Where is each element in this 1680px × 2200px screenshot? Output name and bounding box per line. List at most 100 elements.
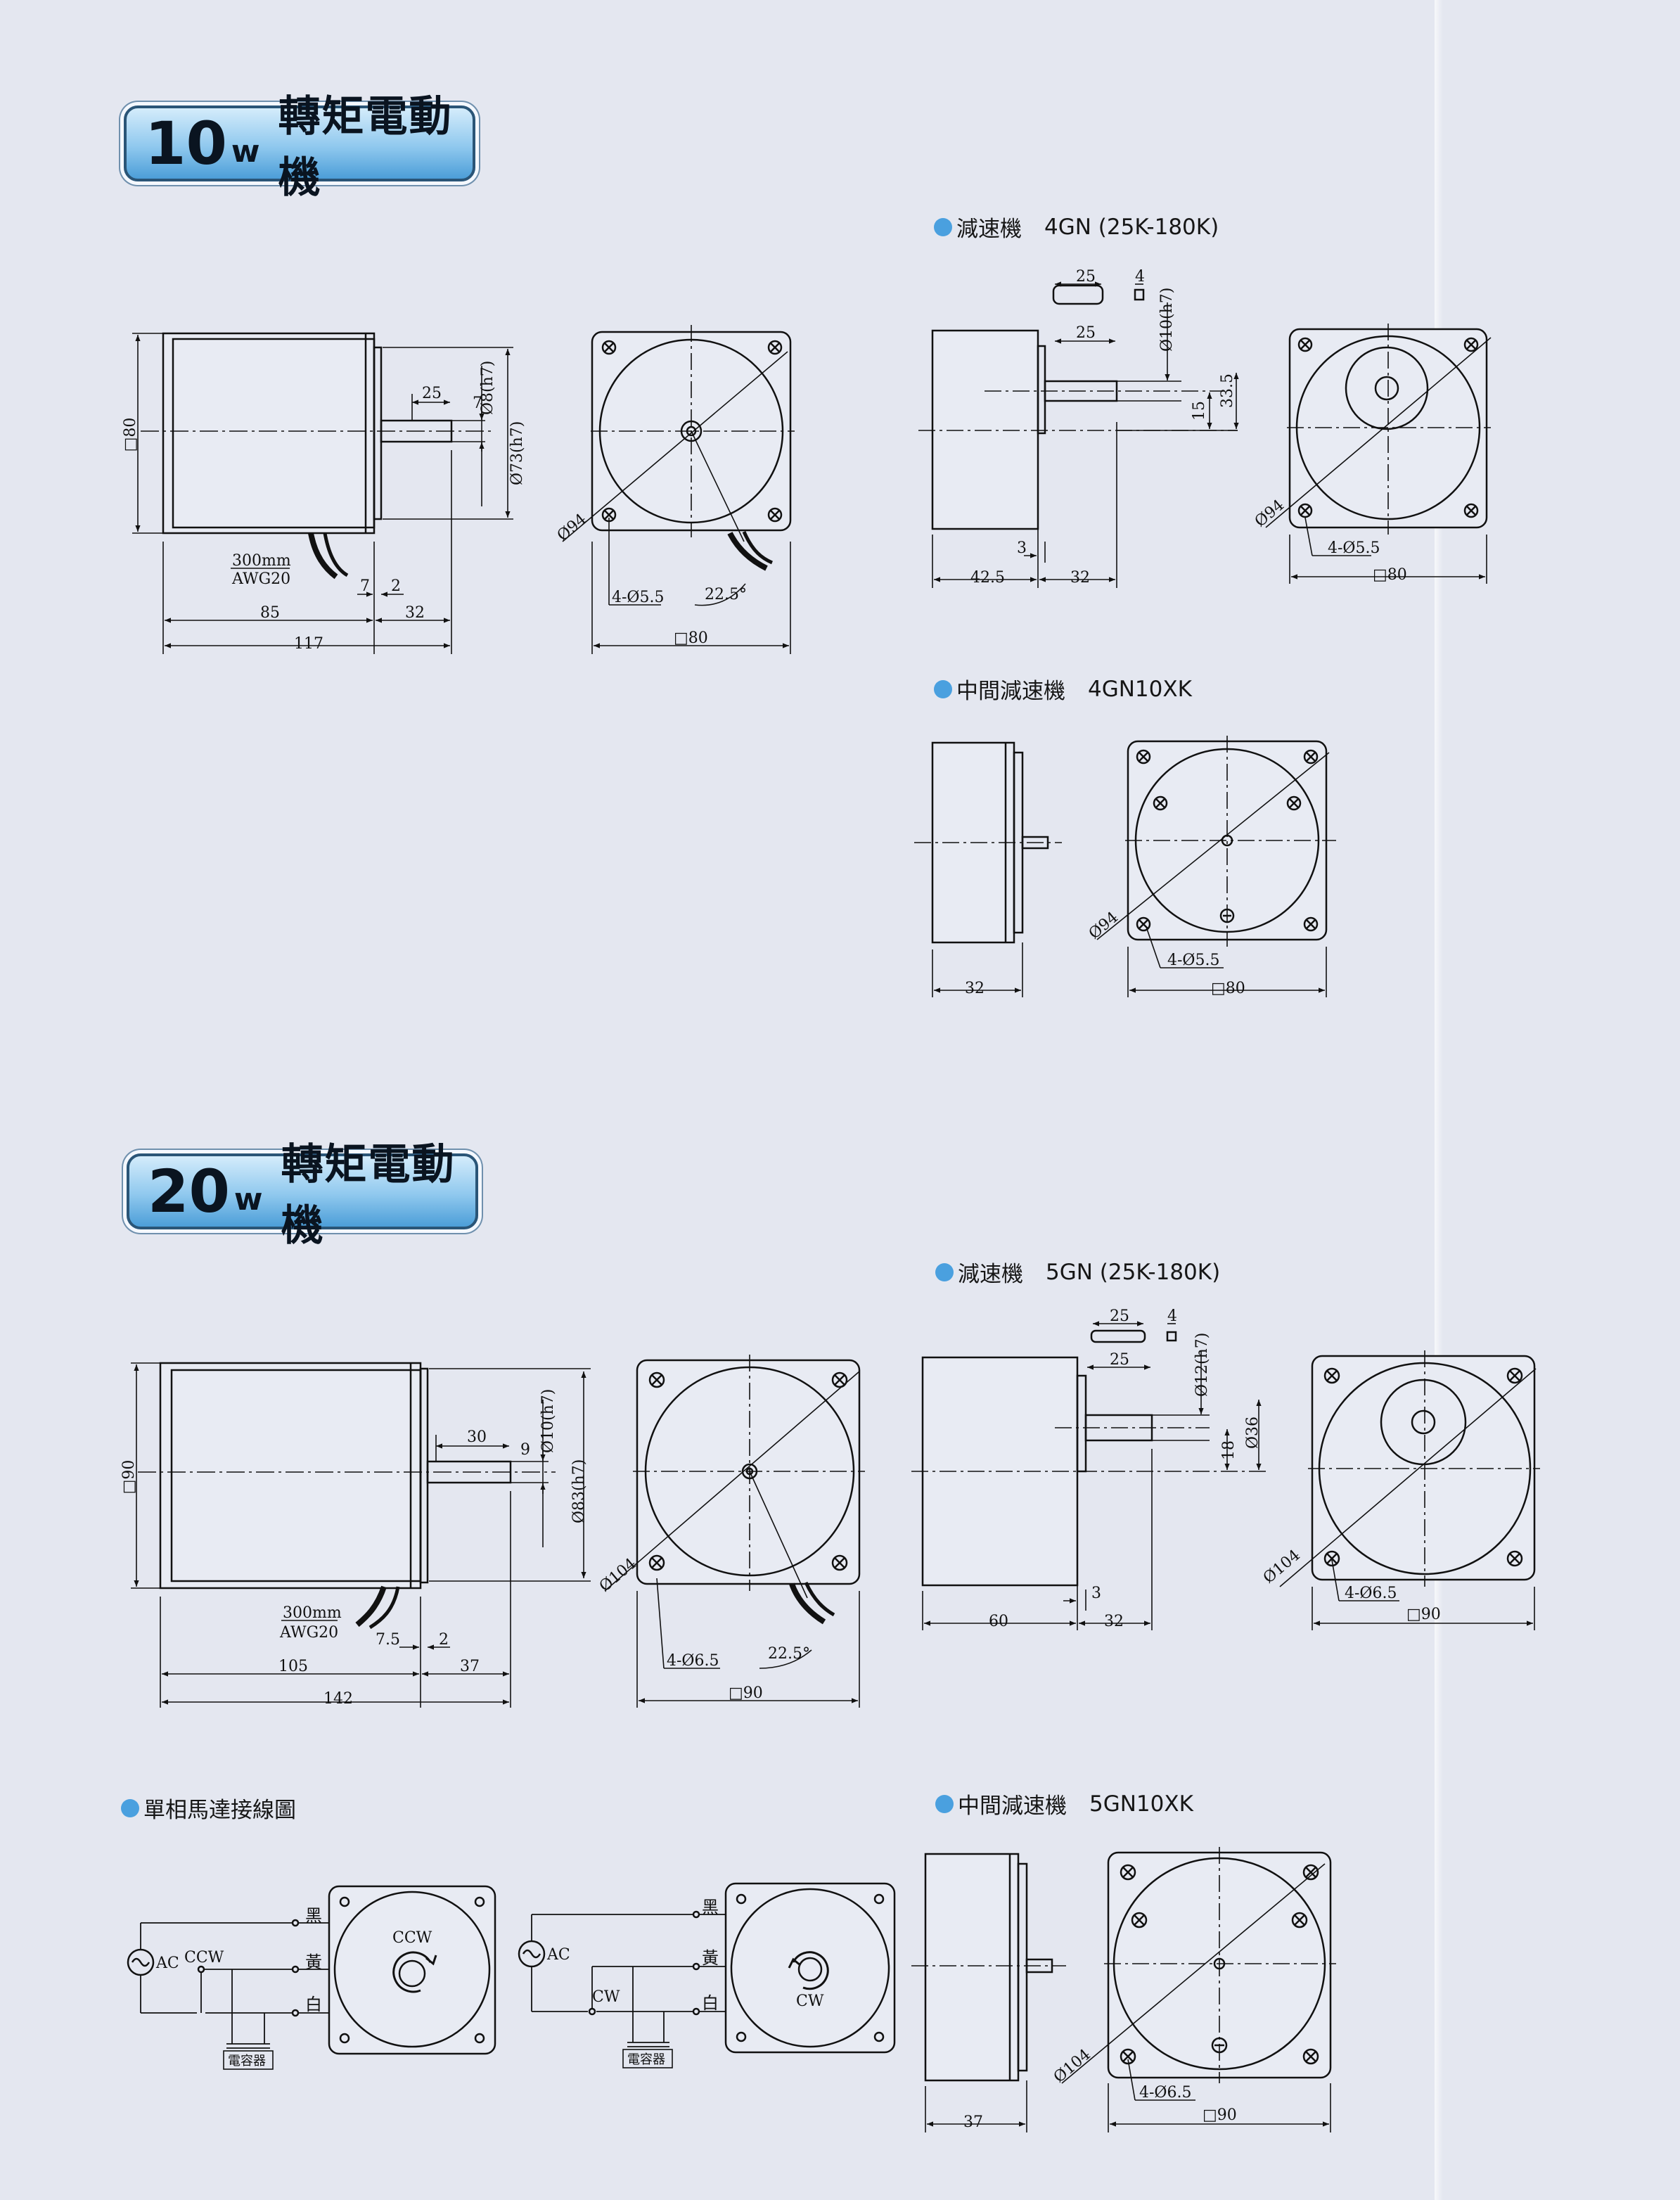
mount-hole-icon (1297, 337, 1479, 518)
dim-angle: 22.5° (705, 586, 747, 603)
dim-shaft-len: 25 (1110, 1351, 1129, 1369)
ccw-arrow-icon (392, 1951, 432, 1993)
cw-arrow-icon (792, 1951, 829, 1990)
bullet-dot-icon (121, 1798, 139, 1817)
mid4-front-view (1096, 736, 1336, 997)
title-model: 5GN (25K-180K) (1046, 1259, 1221, 1285)
title-label: 減速機 (958, 1262, 1023, 1287)
label-cw: CW (796, 1993, 824, 2010)
dim-3: 3 (1091, 1585, 1101, 1602)
dim-angle: 22.5° (768, 1645, 810, 1663)
gear4-side-view (918, 281, 1239, 588)
label-ac: AC (546, 1946, 570, 1964)
dim-pcd: Ø94 (554, 511, 590, 545)
motor-10w-side-labels: □80 300mm AWG20 25 7 Ø8(h7) Ø73(h7) 7 2 … (122, 361, 526, 653)
dim-7: 7.5 (376, 1631, 400, 1649)
dim-body: 42.5 (970, 569, 1005, 587)
mount-hole-icon (648, 1371, 848, 1571)
dim-awg: AWG20 (279, 1624, 338, 1642)
title-label: 單相馬達接線圖 (143, 1798, 296, 1823)
dim-shaft: 32 (1070, 569, 1090, 587)
title-gear5: 減速機 5GN (25K-180K) (935, 1256, 1220, 1288)
wiring-ccw-labels: AC CCW 黑 黃 白 CCW 電容器 (155, 1906, 432, 2068)
dim-shaft: 37 (460, 1658, 480, 1675)
dim-key: 25 (422, 385, 442, 402)
dim-total: 142 (323, 1690, 353, 1708)
label-yellow: 黃 (702, 1948, 719, 1968)
badge-power: 20 (148, 1157, 230, 1226)
mount-hole-icon (1120, 1864, 1319, 2065)
dim-holes: 4-Ø5.5 (612, 589, 664, 606)
mount-hole-icon (339, 1896, 485, 2044)
dim-offset: 15 (1191, 401, 1208, 421)
gear4-front-view (1265, 324, 1492, 584)
mid5-front-view (1061, 1847, 1336, 2132)
dim-front-sq: □90 (729, 1684, 763, 1702)
dim-body: 105 (278, 1658, 308, 1675)
title-model: 4GN10XK (1088, 676, 1192, 702)
dim-shaft-d: Ø12(h7) (1193, 1333, 1211, 1397)
dim-holes: 4-Ø6.5 (667, 1652, 719, 1670)
dim-pcd: Ø94 (1086, 909, 1122, 943)
title-label: 中間減速機 (956, 679, 1065, 704)
dim-pilot-d: Ø73(h7) (508, 421, 526, 485)
page-fold (1435, 0, 1443, 2200)
dim-key-w: 4 (1167, 1307, 1177, 1325)
dim-7: 7 (360, 577, 370, 595)
bullet-dot-icon (934, 217, 952, 236)
dim-offset2: 33.5 (1219, 373, 1236, 408)
dim-holes: 4-Ø5.5 (1167, 952, 1219, 969)
dim-shaft-d: Ø8(h7) (479, 361, 496, 415)
dim-offset2: Ø36 (1244, 1416, 1262, 1449)
mid4-side-view (914, 741, 1062, 997)
label-ac: AC (155, 1955, 179, 1972)
motor-20w-side-view (131, 1362, 591, 1708)
wiring-ccw (127, 1885, 496, 2070)
dim-key: 30 (467, 1428, 487, 1446)
label-cw-switch: CW (592, 1988, 620, 2006)
dim-holes: 4-Ø6.5 (1345, 1585, 1397, 1602)
dim-holes: 4-Ø5.5 (1328, 539, 1380, 557)
dim-awg: AWG20 (231, 570, 290, 588)
mid5-dim-body: 37 (963, 2113, 983, 2131)
bullet-dot-icon (934, 679, 952, 698)
motor-10w-front-view (562, 325, 795, 654)
dim-shaft: 32 (405, 604, 425, 622)
dim-sq: □80 (1211, 980, 1245, 997)
gear5-front-labels: Ø104 4-Ø6.5 □90 (1260, 1547, 1441, 1623)
dim-cable: 300mm (232, 552, 291, 570)
title-label: 中間減速機 (958, 1793, 1067, 1819)
dim-total: 117 (294, 635, 323, 653)
label-white: 白 (305, 1995, 322, 2014)
title-label: 減速機 (956, 217, 1022, 242)
dim-body: 60 (989, 1613, 1008, 1630)
gear5-side-labels: 25 4 Ø12(h7) 25 18 Ø36 3 60 32 (989, 1307, 1262, 1630)
title-model: 5GN10XK (1089, 1791, 1193, 1817)
label-ccw-switch: CCW (184, 1949, 224, 1966)
dim-2: 2 (391, 577, 401, 595)
bullet-dot-icon (935, 1794, 954, 1813)
dim-square: □80 (122, 418, 139, 452)
label-capacitor: 電容器 (228, 2054, 266, 2068)
dim-body: 85 (260, 604, 280, 622)
dim-pcd: Ø104 (1051, 2046, 1094, 2087)
motor-10w-side-view (132, 332, 513, 654)
motor-20w-front-view (604, 1355, 865, 1708)
dim-key-w: 4 (1135, 268, 1145, 286)
label-white: 白 (702, 1993, 719, 2013)
title-mid5: 中間減速機 5GN10XK (935, 1788, 1193, 1820)
badge-title: 轉矩電動機 (278, 92, 453, 203)
dim-shaft-d: Ø10(h7) (539, 1389, 557, 1453)
dim-key: 25 (1110, 1307, 1129, 1325)
dim-front-sq: □80 (674, 629, 708, 647)
dim-sq: □90 (1203, 2106, 1237, 2124)
dim-pcd: Ø104 (1260, 1547, 1304, 1587)
mount-hole-icon (736, 1893, 885, 2042)
label-black: 黑 (305, 1906, 322, 1926)
dim-sq: □80 (1373, 566, 1407, 584)
badge-unit: w (233, 1181, 263, 1217)
dim-offset: 18 (1220, 1440, 1238, 1460)
badge-20w: 20 w 轉矩電動機 (127, 1140, 478, 1251)
dim-cable: 300mm (283, 1604, 342, 1622)
